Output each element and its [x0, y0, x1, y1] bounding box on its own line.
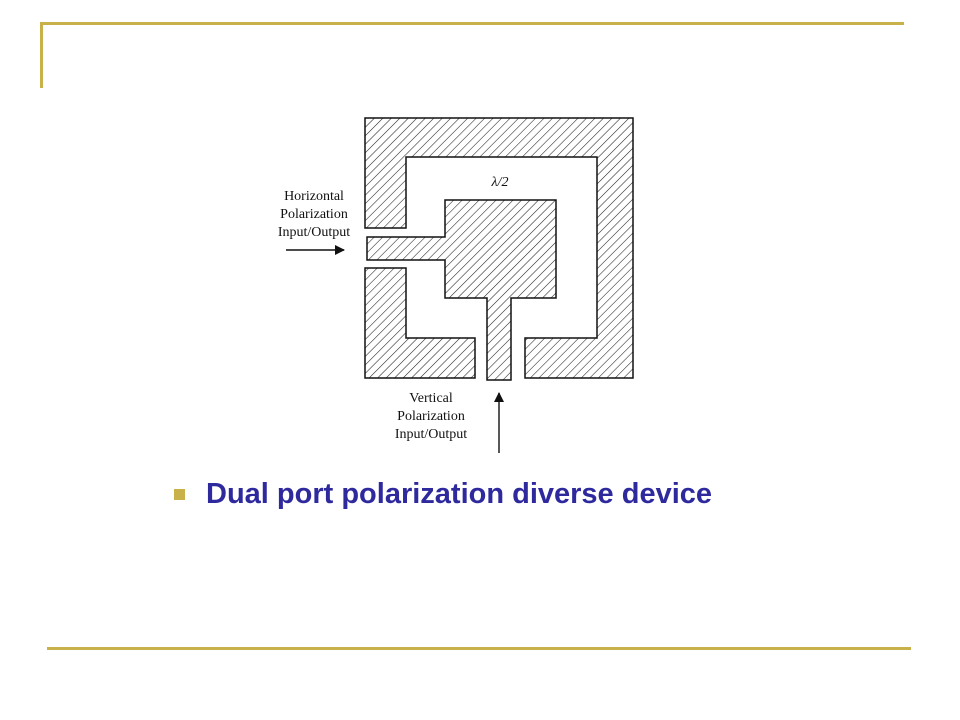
top-rule	[40, 22, 904, 25]
outer-ring-lower-left	[364, 267, 476, 379]
outer-ring-upper	[364, 117, 634, 379]
bullet-square-icon	[174, 488, 185, 500]
left-rule	[40, 22, 43, 88]
bullet-item: Dual port polarization diverse device	[174, 474, 712, 514]
half-wave-resonator	[366, 199, 557, 381]
horizontal-port-label-2: Polarization	[280, 207, 348, 222]
half-wave-label: λ/2	[491, 175, 509, 190]
bottom-rule	[47, 647, 911, 650]
vertical-port-label-2: Polarization	[397, 409, 465, 424]
vertical-port-label-1: Vertical	[409, 391, 453, 406]
vertical-port-label-3: Input/Output	[395, 427, 467, 442]
bullet-caption: Dual port polarization diverse device	[206, 477, 713, 510]
horizontal-port-label-3: Input/Output	[278, 225, 350, 240]
horizontal-port-label-1: Horizontal	[284, 189, 344, 204]
